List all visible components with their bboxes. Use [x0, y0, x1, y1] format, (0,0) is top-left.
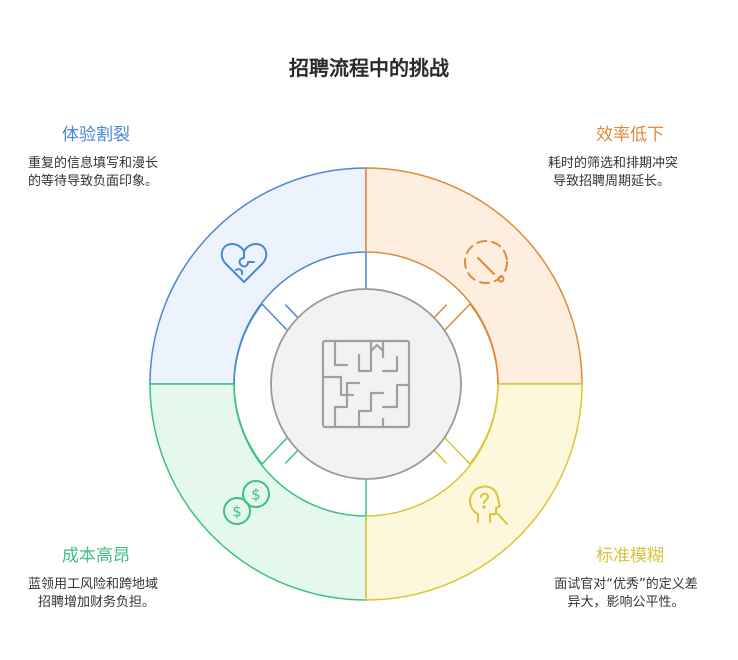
svg-text:$: $ [251, 486, 261, 504]
desc-bottom-right-line1: 面试官对“优秀”的定义差 [554, 577, 698, 592]
desc-bottom-left: 蓝领用工风险和跨地域 招聘增加财务负担。 [28, 576, 158, 612]
desc-bottom-right-line2: 异大，影响公平性。 [567, 595, 685, 610]
inner-arc-left-lower [233, 383, 288, 466]
inner-arc-left-upper [233, 303, 288, 385]
maze-icon [321, 339, 411, 429]
desc-top-right-line1: 耗时的筛选和排期冲突 [548, 156, 679, 171]
center-circle [270, 288, 462, 480]
desc-top-left-line2: 的等待导致负面印象。 [28, 174, 159, 189]
desc-top-left-line1: 重复的信息填写和漫长 [28, 156, 159, 171]
desc-top-right: 耗时的筛选和排期冲突 导致招聘周期延长。 [548, 155, 678, 191]
quadrant-top-right [365, 167, 583, 385]
desc-top-right-line2: 导致招聘周期延长。 [553, 174, 671, 189]
svg-text:$: $ [232, 503, 242, 521]
head-question-icon [469, 485, 508, 525]
desc-bottom-left-line2: 招聘增加财务负担。 [38, 595, 156, 610]
puzzle-heart-icon [220, 243, 268, 283]
clock-icon [464, 240, 508, 284]
label-top-left: 体验割裂 [62, 125, 130, 145]
quadrant-top-left [149, 167, 367, 385]
diagram-title: 招聘流程中的挑战 [289, 56, 449, 80]
dollar-coins-icon: $ $ [223, 480, 270, 525]
label-bottom-right: 标准模糊 [596, 546, 664, 566]
inner-arc-right-lower [444, 383, 499, 466]
label-top-right: 效率低下 [596, 125, 664, 145]
desc-bottom-left-line1: 蓝领用工风险和跨地域 [28, 577, 159, 592]
inner-arc-right-upper [444, 303, 499, 385]
desc-top-left: 重复的信息填写和漫长 的等待导致负面印象。 [28, 155, 158, 191]
desc-bottom-right: 面试官对“优秀”的定义差 异大，影响公平性。 [540, 576, 712, 612]
label-bottom-left: 成本高昂 [62, 546, 130, 566]
